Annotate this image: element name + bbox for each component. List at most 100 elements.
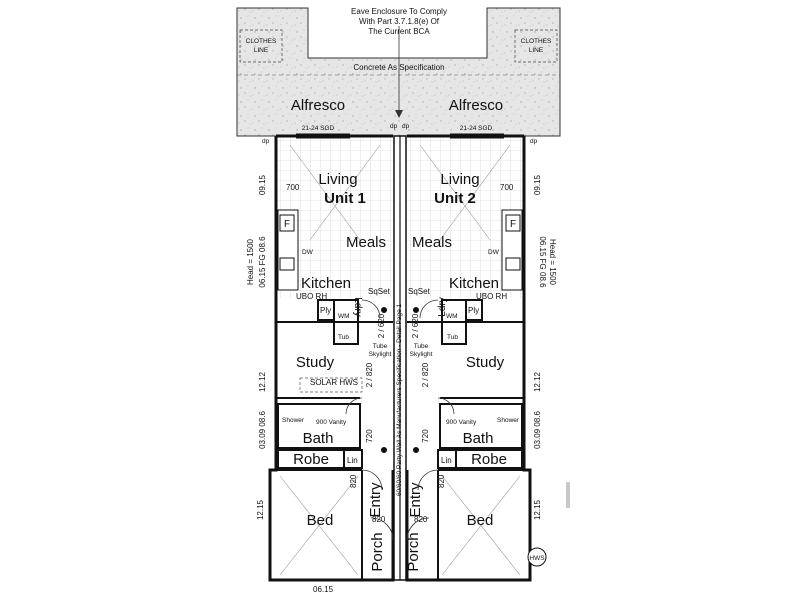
- bath-label-unit1: Bath: [303, 430, 334, 447]
- clothes-line-label-2a: CLOTHES: [521, 38, 552, 45]
- door-720-unit2: 720: [421, 429, 430, 443]
- pantry-label-unit2: Ply: [468, 306, 479, 315]
- meals-label-unit1: Meals: [346, 234, 386, 251]
- vanity-label-unit1: 900 Vanity: [316, 419, 347, 426]
- dim-1212-left: 12.12: [258, 371, 267, 392]
- door-2-820-unit2: 2 / 820: [421, 362, 430, 387]
- wm-label-unit1: WM: [338, 313, 350, 320]
- hws-marker: HWS: [527, 547, 547, 567]
- concrete-note: Concrete As Specification: [353, 63, 444, 72]
- clothes-line-label-2b: LINE: [529, 47, 544, 54]
- dp-label-1: dp: [262, 138, 270, 145]
- door-2-820-unit1: 2 / 820: [365, 362, 374, 387]
- entry-label-unit2: Entry: [407, 482, 424, 518]
- entry-label-unit1: Entry: [367, 482, 384, 518]
- skylight-label-1a: Tube: [373, 343, 388, 350]
- sgd-label-unit2: 21-24 SGD: [460, 125, 493, 132]
- bed-walls: [276, 469, 524, 580]
- sgd-label-unit1: 21-24 SGD: [302, 125, 335, 132]
- linen-label-unit1: Lin: [347, 456, 358, 465]
- skylight-label-1b: Skylight: [369, 351, 392, 358]
- dw-label-unit1: DW: [302, 249, 314, 256]
- linen-label-unit2: Lin: [441, 456, 452, 465]
- living-ceiling-lines: [289, 144, 511, 241]
- dim-fg-left: 06.15 FG 08.6: [258, 236, 267, 288]
- smoke-detector-icons: [381, 307, 419, 453]
- skylight-label-2a: Tube: [414, 343, 429, 350]
- laundry-block: [276, 299, 524, 345]
- alfresco-label-unit1: Alfresco: [291, 97, 345, 114]
- solar-hws-label: SOLAR HWS: [310, 378, 358, 387]
- door-820b-unit1: 820: [349, 474, 358, 488]
- bath-label-unit2: Bath: [463, 430, 494, 447]
- kitchen-benches: [277, 209, 523, 291]
- robe-label-unit2: Robe: [471, 451, 507, 468]
- dim-0915-right: 09.15: [533, 174, 542, 195]
- kitchen-label-unit2: Kitchen: [449, 275, 499, 292]
- dim-0309-left: 03.09 08.6: [258, 411, 267, 449]
- door-720-unit1: 720: [365, 429, 374, 443]
- dim-fg-right: 06.15 FG 08.6: [538, 236, 547, 288]
- study-label-unit2: Study: [466, 354, 505, 371]
- laundry-label-unit2: Ldry: [437, 297, 448, 316]
- porch-label-unit2: Porch: [405, 532, 422, 571]
- porch-label-unit1: Porch: [369, 532, 386, 571]
- door-2-620-unit1: 2 / 620: [377, 313, 386, 338]
- sqset-label-unit2: SqSet: [408, 287, 431, 296]
- bed-ceiling-lines: [279, 475, 521, 576]
- dim-700-unit1: 700: [286, 183, 300, 192]
- living-label-unit2: Living: [440, 171, 479, 188]
- meals-label-unit2: Meals: [412, 234, 452, 251]
- bath-walls: [277, 403, 523, 449]
- kitchen-label-unit1: Kitchen: [301, 275, 351, 292]
- tub-label-unit1: Tub: [338, 334, 349, 341]
- door-2-620-unit2: 2 / 620: [411, 313, 420, 338]
- building-outline: [268, 134, 532, 582]
- study-label-unit1: Study: [296, 354, 335, 371]
- shower-label-unit2: Shower: [497, 417, 520, 424]
- dw-label-unit2: DW: [488, 249, 500, 256]
- clothes-line-right: CLOTHES LINE: [514, 29, 558, 63]
- fridge-label-unit1: F: [284, 219, 290, 230]
- sliding-doors: [296, 133, 504, 139]
- pantry-label-unit1: Ply: [320, 306, 331, 315]
- eave-note-line-2: With Part 3.7.1.8(e) Of: [359, 17, 440, 26]
- vanity-label-unit2: 900 Vanity: [446, 419, 477, 426]
- dim-1215-left: 12.15: [256, 499, 265, 520]
- shower-label-unit1: Shower: [282, 417, 305, 424]
- dim-0615-bottom: 06.15: [313, 585, 334, 594]
- tub-label-unit2: Tub: [447, 334, 458, 341]
- unit2-label: Unit 2: [434, 190, 476, 207]
- hws-label: HWS: [529, 555, 545, 562]
- living-label-unit1: Living: [318, 171, 357, 188]
- eave-note-line-3: The Current BCA: [368, 27, 430, 36]
- dim-1212-right: 12.12: [533, 371, 542, 392]
- clothes-line-label-1b: LINE: [254, 47, 269, 54]
- dim-head-left: Head = 1500: [246, 238, 255, 285]
- clothes-line-left: CLOTHES LINE: [239, 29, 283, 63]
- dim-0915-left: 09.15: [258, 174, 267, 195]
- dp-label-4: dp: [402, 123, 410, 130]
- ubo-label-unit1: UBO RH: [296, 292, 327, 301]
- solar-hws-outline: [299, 377, 363, 393]
- eave-note-line-1: Eave Enclosure To Comply: [351, 7, 447, 16]
- fridge-label-unit2: F: [510, 219, 516, 230]
- downpipes: dp dp dp dp: [262, 123, 538, 145]
- alfresco-label-unit2: Alfresco: [449, 97, 503, 114]
- dim-0309-right: 03.09 08.6: [533, 411, 542, 449]
- side-dimensions: 09.15 09.15 Head = 1500 Head = 1500 06.1…: [246, 174, 557, 520]
- clothes-line-label-1a: CLOTHES: [246, 38, 277, 45]
- ubo-label-unit2: UBO RH: [476, 292, 507, 301]
- skylight-label-2b: Skylight: [410, 351, 433, 358]
- eave-note: Eave Enclosure To Comply With Part 3.7.1…: [351, 7, 447, 36]
- party-wall-note: 60/60/60 Party Wall As Manufacturers Spe…: [396, 303, 403, 496]
- scroll-mark: [566, 482, 570, 508]
- dim-1215-right: 12.15: [533, 499, 542, 520]
- door-820b-unit2: 820: [437, 474, 446, 488]
- dp-label-3: dp: [390, 123, 398, 130]
- door-swings: [345, 299, 455, 541]
- robe-label-unit1: Robe: [293, 451, 329, 468]
- laundry-label-unit1: Ldry: [352, 297, 363, 316]
- dim-head-right: Head = 1500: [548, 239, 557, 286]
